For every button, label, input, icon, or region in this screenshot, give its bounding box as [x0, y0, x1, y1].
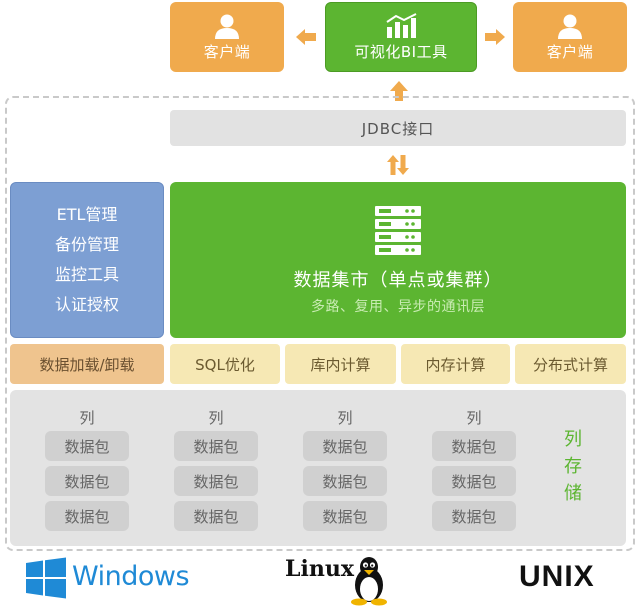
linux-label: Linux: [285, 556, 354, 582]
data-packet: 数据包: [174, 431, 258, 461]
data-packet: 数据包: [174, 466, 258, 496]
client-box-left: 客户端: [170, 2, 284, 72]
management-item: 备份管理: [54, 235, 119, 254]
feature-in-memory-compute: 内存计算: [401, 344, 510, 384]
arrow-left-icon: [296, 29, 316, 45]
data-mart-subtitle: 多路、复用、异步的通讯层: [311, 299, 485, 315]
unix-label: UNIX: [519, 560, 595, 593]
data-load-box: 数据加载/卸载: [10, 344, 164, 384]
windows-logo-icon: [26, 557, 66, 599]
columnar-char: 储: [564, 483, 582, 504]
bidirectional-arrow-icon: [387, 155, 409, 175]
data-packet: 数据包: [303, 501, 387, 531]
data-packet: 数据包: [432, 466, 516, 496]
management-box: ETL管理 备份管理 监控工具 认证授权: [10, 182, 164, 338]
client-box-right: 客户端: [513, 2, 627, 72]
user-icon: [215, 14, 239, 39]
management-item: 认证授权: [54, 295, 119, 314]
column-header: 列: [337, 409, 353, 427]
columnar-char: 列: [564, 429, 582, 450]
data-mart-box: 数据集市（单点或集群） 多路、复用、异步的通讯层: [170, 182, 626, 338]
column-header: 列: [79, 409, 95, 427]
column-header: 列: [208, 409, 224, 427]
feature-distributed-compute: 分布式计算: [515, 344, 626, 384]
data-packet: 数据包: [432, 501, 516, 531]
data-packet: 数据包: [432, 431, 516, 461]
platform-container: [5, 96, 635, 551]
data-mart-title: 数据集市（单点或集群）: [293, 270, 503, 291]
data-packet: 数据包: [45, 501, 129, 531]
columnar-char: 存: [564, 456, 582, 477]
arrow-up-icon: [390, 81, 408, 101]
jdbc-interface: JDBC接口: [170, 110, 626, 146]
data-packet: 数据包: [45, 466, 129, 496]
data-packet: 数据包: [303, 466, 387, 496]
windows-label: Windows: [72, 561, 190, 592]
data-packet: 数据包: [174, 501, 258, 531]
tux-penguin-icon: [351, 557, 387, 606]
arrow-right-icon: [485, 29, 505, 45]
client-label-right: 客户端: [546, 42, 594, 61]
data-packet: 数据包: [45, 431, 129, 461]
bi-tool-box: 可视化BI工具: [325, 2, 477, 72]
feature-sql-optimization: SQL优化: [170, 344, 280, 384]
management-item: ETL管理: [56, 205, 118, 224]
data-packet: 数据包: [303, 431, 387, 461]
client-label-left: 客户端: [203, 42, 251, 61]
server-icon: [375, 206, 421, 255]
column-header: 列: [466, 409, 482, 427]
user-icon: [558, 14, 582, 39]
bi-tool-label: 可视化BI工具: [354, 42, 448, 61]
feature-in-db-compute: 库内计算: [285, 344, 396, 384]
columnar-storage-label: 列 存 储: [548, 426, 598, 507]
management-item: 监控工具: [54, 265, 119, 284]
bar-chart-icon: [386, 12, 417, 38]
